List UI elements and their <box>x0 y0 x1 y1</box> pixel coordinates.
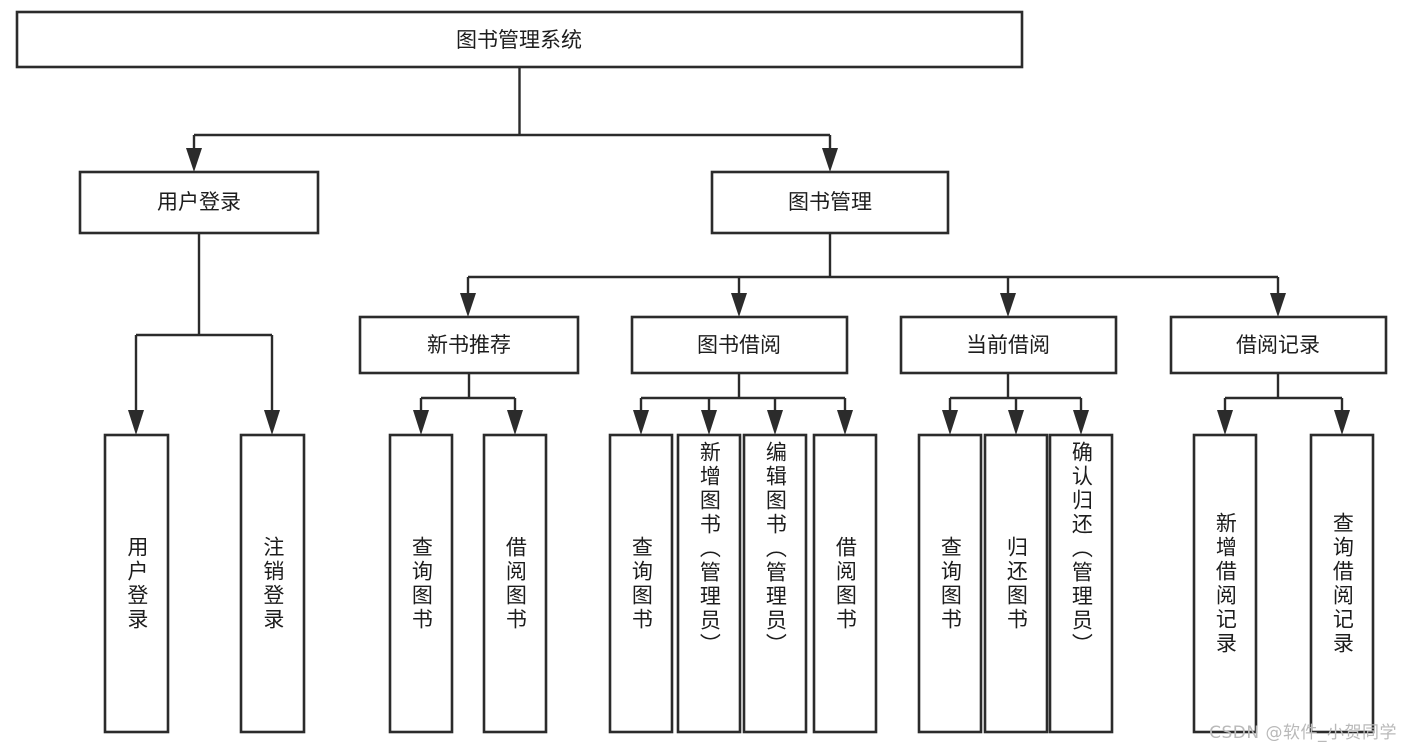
node-leaf-11[interactable] <box>1048 433 1114 734</box>
arrow-head-leaf-7 <box>767 410 783 435</box>
arrow-head-leaf-13 <box>1334 410 1350 435</box>
node-book-manage-box[interactable] <box>710 170 950 235</box>
node-current-borrow-box[interactable] <box>899 315 1118 375</box>
node-book-borrow-box[interactable] <box>630 315 849 375</box>
arrow-head-leaf-6 <box>701 410 717 435</box>
node-borrow-record[interactable]: 借阅记录 <box>1169 315 1388 375</box>
node-leaf-7[interactable] <box>742 433 808 734</box>
node-leaf-6-box[interactable] <box>676 433 742 734</box>
arrow-head-user-login <box>186 148 202 172</box>
node-leaf-6[interactable] <box>676 433 742 734</box>
node-leaf-2-box[interactable] <box>239 433 306 734</box>
node-current-borrow-label: 当前借阅 <box>966 333 1050 357</box>
node-new-book-rec[interactable]: 新书推荐 <box>358 315 580 375</box>
arrow-head-leaf-11 <box>1073 410 1089 435</box>
node-new-book-rec-box[interactable] <box>358 315 580 375</box>
arrow-head-current-borrow <box>1000 293 1016 317</box>
node-leaf-2[interactable] <box>239 433 306 734</box>
arrow-head-leaf-1 <box>128 410 144 435</box>
node-leaf-12[interactable] <box>1192 433 1258 734</box>
node-leaf-13-box[interactable] <box>1309 433 1375 734</box>
node-leaf-13[interactable] <box>1309 433 1375 734</box>
arrow-head-new-book-rec <box>460 293 476 317</box>
arrow-head-leaf-9 <box>942 410 958 435</box>
node-leaf-1[interactable] <box>103 433 170 734</box>
csdn-watermark: CSDN @软件_小贺同学 <box>1209 723 1397 743</box>
node-leaf-1-box[interactable] <box>103 433 170 734</box>
arrow-head-leaf-4 <box>507 410 523 435</box>
node-book-manage[interactable]: 图书管理 <box>710 170 950 235</box>
node-root[interactable]: 图书管理系统 <box>15 10 1024 69</box>
connectors-layer <box>128 67 1350 435</box>
node-leaf-3[interactable] <box>388 433 454 734</box>
arrow-head-book-manage <box>822 148 838 172</box>
node-user-login[interactable]: 用户登录 <box>78 170 320 235</box>
node-leaf-8-box[interactable] <box>812 433 878 734</box>
arrow-head-leaf-8 <box>837 410 853 435</box>
arrow-head-leaf-10 <box>1008 410 1024 435</box>
node-new-book-rec-label: 新书推荐 <box>427 333 511 357</box>
arrow-head-leaf-2 <box>264 410 280 435</box>
node-leaf-4-box[interactable] <box>482 433 548 734</box>
node-borrow-record-label: 借阅记录 <box>1236 333 1320 357</box>
node-leaf-5-box[interactable] <box>608 433 674 734</box>
node-book-borrow[interactable]: 图书借阅 <box>630 315 849 375</box>
arrow-head-leaf-12 <box>1217 410 1233 435</box>
arrow-head-leaf-3 <box>413 410 429 435</box>
node-current-borrow[interactable]: 当前借阅 <box>899 315 1118 375</box>
arrow-head-book-borrow <box>731 293 747 317</box>
node-user-login-box[interactable] <box>78 170 320 235</box>
node-leaf-12-box[interactable] <box>1192 433 1258 734</box>
node-leaf-8[interactable] <box>812 433 878 734</box>
node-leaf-10-box[interactable] <box>983 433 1049 734</box>
node-leaf-7-box[interactable] <box>742 433 808 734</box>
node-leaf-11-box[interactable] <box>1048 433 1114 734</box>
arrow-head-leaf-5 <box>633 410 649 435</box>
node-leaf-5[interactable] <box>608 433 674 734</box>
node-leaf-4[interactable] <box>482 433 548 734</box>
node-user-login-label: 用户登录 <box>157 190 241 214</box>
node-root-label: 图书管理系统 <box>456 28 582 52</box>
node-book-borrow-label: 图书借阅 <box>697 333 781 357</box>
node-book-manage-label: 图书管理 <box>788 190 872 214</box>
node-leaf-3-box[interactable] <box>388 433 454 734</box>
node-leaf-10[interactable] <box>983 433 1049 734</box>
node-root-box[interactable] <box>15 10 1024 69</box>
node-leaf-9[interactable] <box>917 433 983 734</box>
node-leaf-9-box[interactable] <box>917 433 983 734</box>
arrow-head-borrow-record <box>1270 293 1286 317</box>
node-borrow-record-box[interactable] <box>1169 315 1388 375</box>
